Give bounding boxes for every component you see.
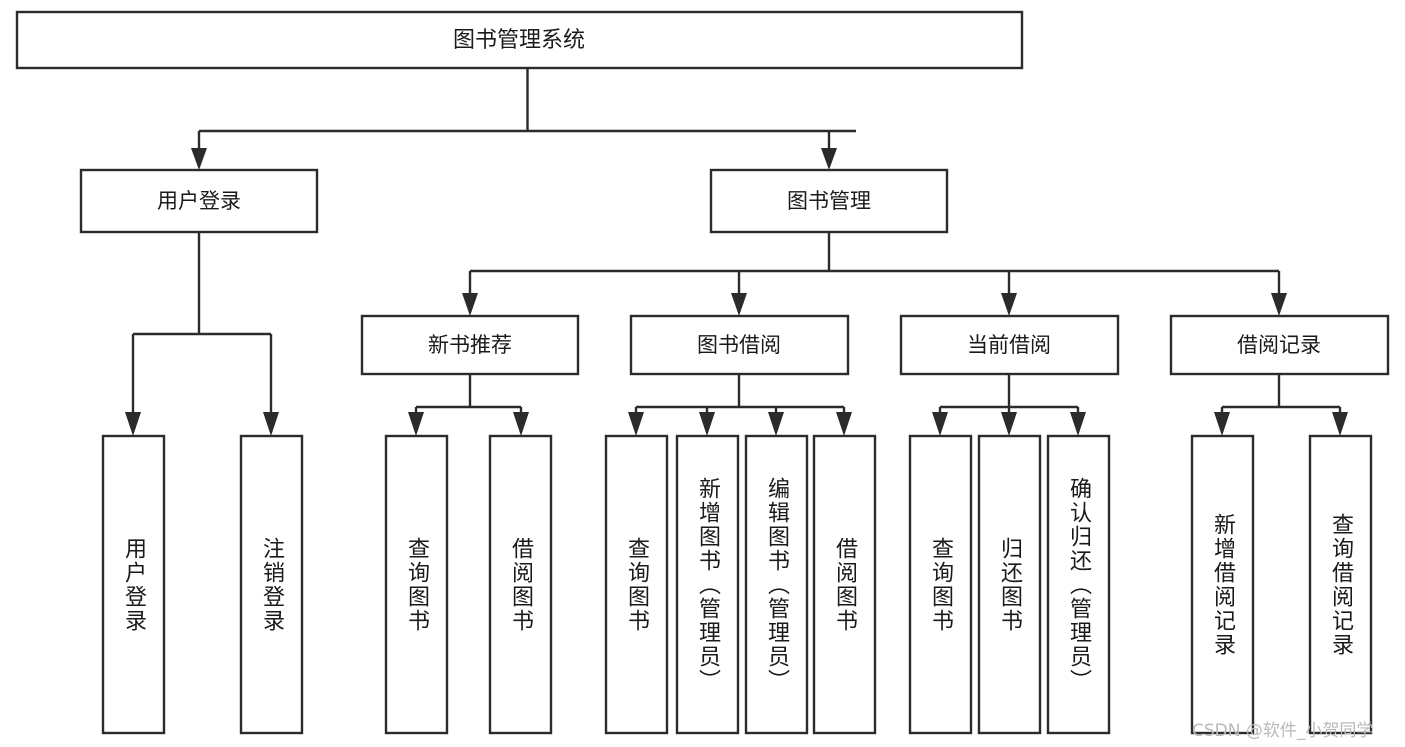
node-book-management[interactable]: 图书管理 [709, 168, 949, 234]
node-user-login-label: 用户登录 [157, 189, 241, 213]
arrow-head-bookborrow-leaf-4 [836, 412, 852, 436]
leaf-box-query-borrow-record[interactable] [1308, 434, 1373, 735]
node-user-login-box[interactable] [79, 168, 319, 234]
arrow-head-borrowrecord-leaf-1 [1214, 412, 1230, 436]
node-root-label: 图书管理系统 [453, 28, 585, 53]
node-borrow-record-label: 借阅记录 [1237, 333, 1321, 357]
arrow-head-newbook-leaf-2 [513, 412, 529, 436]
arrow-head-bookborrow-leaf-3 [768, 412, 784, 436]
leaf-box-add-book-admin[interactable] [675, 434, 740, 735]
node-borrow-record-box[interactable] [1169, 314, 1390, 376]
node-current-borrow-box[interactable] [899, 314, 1120, 376]
arrow-head-bookborrow-leaf-2 [699, 412, 715, 436]
node-new-book-recommend-label: 新书推荐 [428, 333, 512, 357]
leaf-box-logout[interactable] [239, 434, 304, 735]
leaf-box-edit-book-admin[interactable] [744, 434, 809, 735]
node-borrow-record[interactable]: 借阅记录 [1169, 314, 1390, 376]
connector-group [125, 68, 1348, 436]
arrow-head-borrowrecord [1271, 293, 1287, 316]
node-book-management-box[interactable] [709, 168, 949, 234]
node-book-borrow[interactable]: 图书借阅 [629, 314, 850, 376]
leaf-box-query-book-2[interactable] [604, 434, 669, 735]
arrow-head-borrowrecord-leaf-2 [1332, 412, 1348, 436]
leaf-box-borrow-book-2[interactable] [812, 434, 877, 735]
arrow-head-currentborrow [1001, 293, 1017, 316]
arrow-head-leaf-logout [263, 412, 279, 436]
arrow-head-userlogin [191, 148, 207, 170]
node-root[interactable]: 图书管理系统 [15, 10, 1024, 70]
arrow-head-currentborrow-leaf-1 [932, 412, 948, 436]
arrow-head-bookmgmt [821, 148, 837, 170]
node-current-borrow[interactable]: 当前借阅 [899, 314, 1120, 376]
arrow-head-newbook [462, 293, 478, 316]
leaf-box-query-book-1[interactable] [384, 434, 449, 735]
arrow-head-currentborrow-leaf-3 [1070, 412, 1086, 436]
node-book-borrow-label: 图书借阅 [697, 333, 781, 357]
node-current-borrow-label: 当前借阅 [967, 333, 1051, 357]
arrow-head-leaf-user-login [125, 412, 141, 436]
leaf-box-return-book[interactable] [977, 434, 1042, 735]
leaf-box-confirm-return-admin[interactable] [1046, 434, 1111, 735]
arrow-head-newbook-leaf-1 [408, 412, 424, 436]
leaf-box-query-book-3[interactable] [908, 434, 973, 735]
node-user-login[interactable]: 用户登录 [79, 168, 319, 234]
csdn-watermark: CSDN @软件_小贺同学 [1192, 721, 1374, 741]
node-book-management-label: 图书管理 [787, 189, 871, 213]
node-new-book-recommend[interactable]: 新书推荐 [360, 314, 580, 376]
leaf-box-add-borrow-record[interactable] [1190, 434, 1255, 735]
arrow-head-bookborrow-leaf-1 [628, 412, 644, 436]
arrow-head-currentborrow-leaf-2 [1001, 412, 1017, 436]
node-book-borrow-box[interactable] [629, 314, 850, 376]
leaf-box-user-login[interactable] [101, 434, 166, 735]
arrow-head-bookborrow [731, 293, 747, 316]
node-new-book-recommend-box[interactable] [360, 314, 580, 376]
node-root-box[interactable] [15, 10, 1024, 70]
leaf-box-borrow-book-1[interactable] [488, 434, 553, 735]
